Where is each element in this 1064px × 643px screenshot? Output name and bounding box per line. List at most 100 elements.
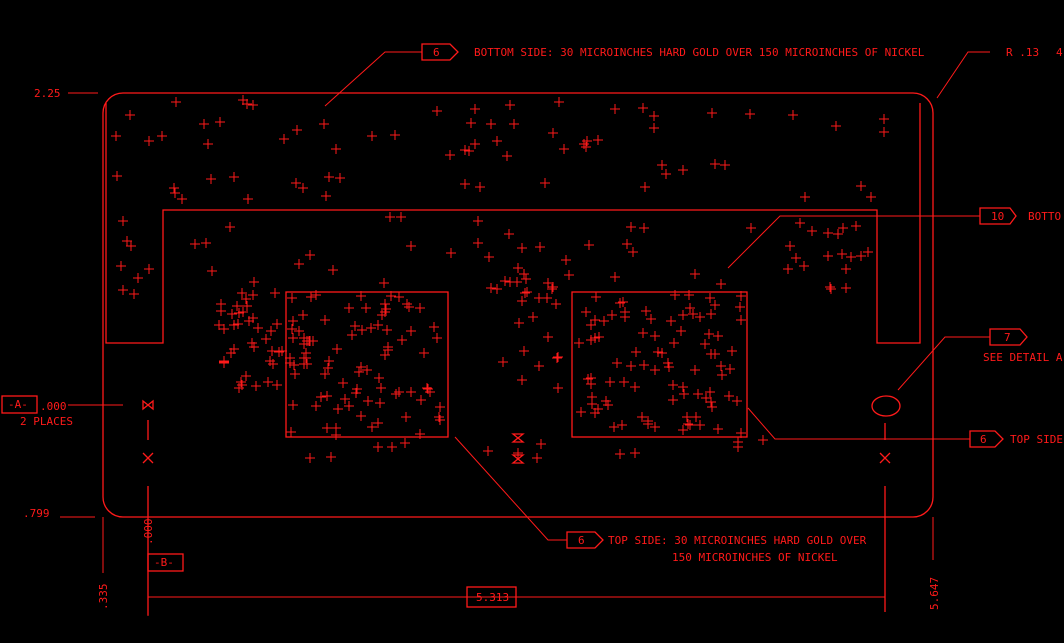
via-cross [587, 399, 597, 409]
via-cross [691, 412, 701, 422]
via-cross [664, 362, 674, 372]
svg-text:6: 6 [578, 534, 585, 547]
via-cross [628, 247, 638, 257]
via-cross [484, 252, 494, 262]
via-cross [513, 448, 523, 458]
via-cross [383, 345, 393, 355]
via-cross [215, 117, 225, 127]
via-cross [678, 165, 688, 175]
via-cross [591, 292, 601, 302]
via-cross [799, 261, 809, 271]
via-cross [361, 303, 371, 313]
via-cross [305, 250, 315, 260]
via-cross [432, 106, 442, 116]
via-cross [112, 171, 122, 181]
via-cross [626, 222, 636, 232]
svg-text:.000: .000 [40, 400, 67, 413]
via-cross [367, 131, 377, 141]
via-cross [305, 336, 315, 346]
via-cross [321, 191, 331, 201]
svg-text:150 MICROINCHES OF NICKEL: 150 MICROINCHES OF NICKEL [672, 551, 838, 564]
via-cross [294, 259, 304, 269]
via-cross [736, 428, 746, 438]
via-cross [676, 326, 686, 336]
via-cross [548, 128, 558, 138]
via-cross [129, 289, 139, 299]
via-cross [272, 380, 282, 390]
via-cross [856, 251, 866, 261]
via-cross [534, 293, 544, 303]
via-cross [289, 360, 299, 370]
via-cross [522, 287, 532, 297]
via-cross [543, 332, 553, 342]
via-cross [590, 333, 600, 343]
left-pad-area [285, 291, 449, 438]
via-cross [483, 446, 493, 456]
via-cross [607, 310, 617, 320]
via-cross [475, 182, 485, 192]
via-cross [111, 131, 121, 141]
via-cross [306, 292, 316, 302]
via-cross [285, 353, 295, 363]
via-cross [725, 364, 735, 374]
via-cross [685, 420, 695, 430]
via-cross [350, 321, 360, 331]
via-cross [561, 255, 571, 265]
via-cross [879, 127, 889, 137]
via-cross [521, 274, 531, 284]
via-cross [116, 261, 126, 271]
via-cross [690, 269, 700, 279]
via-cross [328, 265, 338, 275]
via-cross [335, 173, 345, 183]
via-cross [270, 288, 280, 298]
via-cross [170, 188, 180, 198]
via-cross [238, 307, 248, 317]
via-cross [294, 326, 304, 336]
via-cross [746, 223, 756, 233]
via-cross [253, 323, 263, 333]
via-cross [586, 335, 596, 345]
via-cross [397, 335, 407, 345]
via-cross [401, 412, 411, 422]
via-cross [576, 407, 586, 417]
via-cross [207, 266, 217, 276]
via-cross [347, 330, 357, 340]
via-cross [266, 326, 276, 336]
via-cross [536, 439, 546, 449]
via-cross [118, 285, 128, 295]
via-cross [277, 346, 287, 356]
via-cross [219, 324, 229, 334]
via-cross [298, 310, 308, 320]
via-cross [833, 229, 843, 239]
via-cross [639, 223, 649, 233]
via-cross [615, 449, 625, 459]
via-cross [225, 222, 235, 232]
bottom-side-note: BOTTOM SIDE: 30 MICROINCHES HARD GOLD OV… [474, 46, 925, 59]
via-cross [331, 430, 341, 440]
via-cross [340, 394, 350, 404]
via-cross [354, 367, 364, 377]
via-cross [251, 381, 261, 391]
via-cross [126, 241, 136, 251]
via-cross [586, 320, 596, 330]
via-cross [706, 309, 716, 319]
via-cross [601, 396, 611, 406]
via-cross [520, 288, 530, 298]
via-cross [292, 125, 302, 135]
via-cross [610, 104, 620, 114]
via-cross [618, 297, 628, 307]
via-cross [619, 377, 629, 387]
via-cross [324, 172, 334, 182]
via-cross [653, 347, 663, 357]
via-cross [464, 146, 474, 156]
via-cross [247, 338, 257, 348]
via-cross [473, 216, 483, 226]
via-cross [244, 316, 254, 326]
via-cross [638, 103, 648, 113]
via-cross [435, 402, 445, 412]
via-cross [505, 100, 515, 110]
via-cross [807, 226, 817, 236]
via-cross [272, 319, 282, 329]
via-cross [517, 243, 527, 253]
via-cross [610, 272, 620, 282]
